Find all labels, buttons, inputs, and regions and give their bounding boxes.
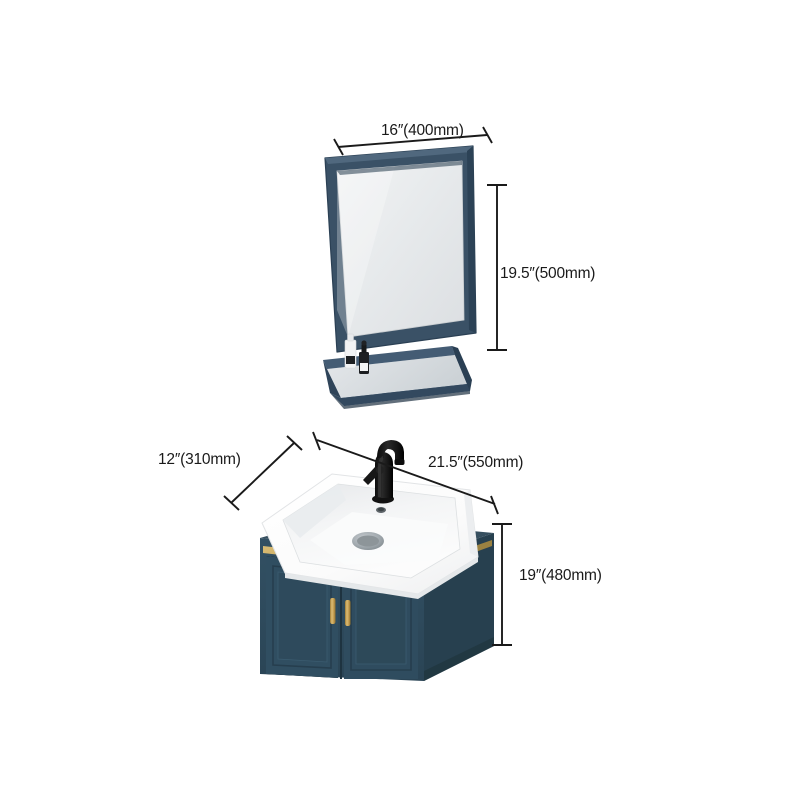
basin-bowl-shade-left	[283, 484, 346, 538]
cabinet-door-left[interactable]	[266, 556, 338, 678]
dimension-mirror-height	[487, 184, 507, 351]
basin-overflow	[376, 507, 386, 513]
dimension-vanity-depth	[223, 435, 303, 511]
mirror-glass-reflection	[337, 166, 395, 337]
mirror-assembly[interactable]	[324, 145, 477, 353]
dimension-label-mirror-height: 19.5″(500mm)	[500, 265, 596, 282]
door-center-seam	[340, 564, 342, 679]
faucet-outlet	[394, 459, 405, 465]
mirror-frame-top-bevel	[325, 146, 473, 164]
vanity-assembly[interactable]	[260, 440, 494, 681]
shelf-item-bottle-white	[344, 333, 357, 369]
mirror-inner-shadow	[337, 161, 462, 175]
faucet[interactable]	[363, 440, 405, 504]
dimension-vanity-width	[312, 431, 499, 515]
door-left-panel-inner	[277, 571, 328, 663]
mirror-glass	[336, 160, 465, 338]
cabinet-side-bottom	[424, 637, 494, 681]
shelf-right-end	[452, 346, 472, 391]
shelf-assembly[interactable]	[323, 333, 472, 409]
basin-front-lip	[285, 557, 478, 599]
faucet-lever[interactable]	[363, 467, 380, 485]
basin-right-lip	[464, 490, 478, 557]
shelf-item-bottle-dark	[359, 340, 369, 374]
dimension-label-vanity-depth: 12″(310mm)	[158, 451, 241, 468]
door-handle-right[interactable]	[345, 600, 351, 626]
dimension-mirror-width	[333, 126, 493, 156]
shelf-front-shadow	[330, 391, 470, 409]
shelf-front-rim-face	[330, 372, 470, 406]
mirror-frame-right-edge	[467, 146, 476, 333]
dimension-label-vanity-width: 21.5″(550mm)	[428, 454, 524, 471]
sink-basin	[261, 473, 479, 599]
faucet-highlight	[378, 456, 383, 497]
shelf-left-rim	[323, 360, 341, 398]
dimension-label-mirror-width: 16″(400mm)	[381, 122, 464, 139]
faucet-spout	[377, 440, 404, 462]
door-handle-left[interactable]	[330, 598, 336, 624]
basin-drain	[352, 532, 384, 550]
dimension-vanity-height	[492, 523, 512, 646]
dimension-label-vanity-height: 19″(480mm)	[519, 567, 602, 584]
dimension-lines	[223, 126, 512, 646]
